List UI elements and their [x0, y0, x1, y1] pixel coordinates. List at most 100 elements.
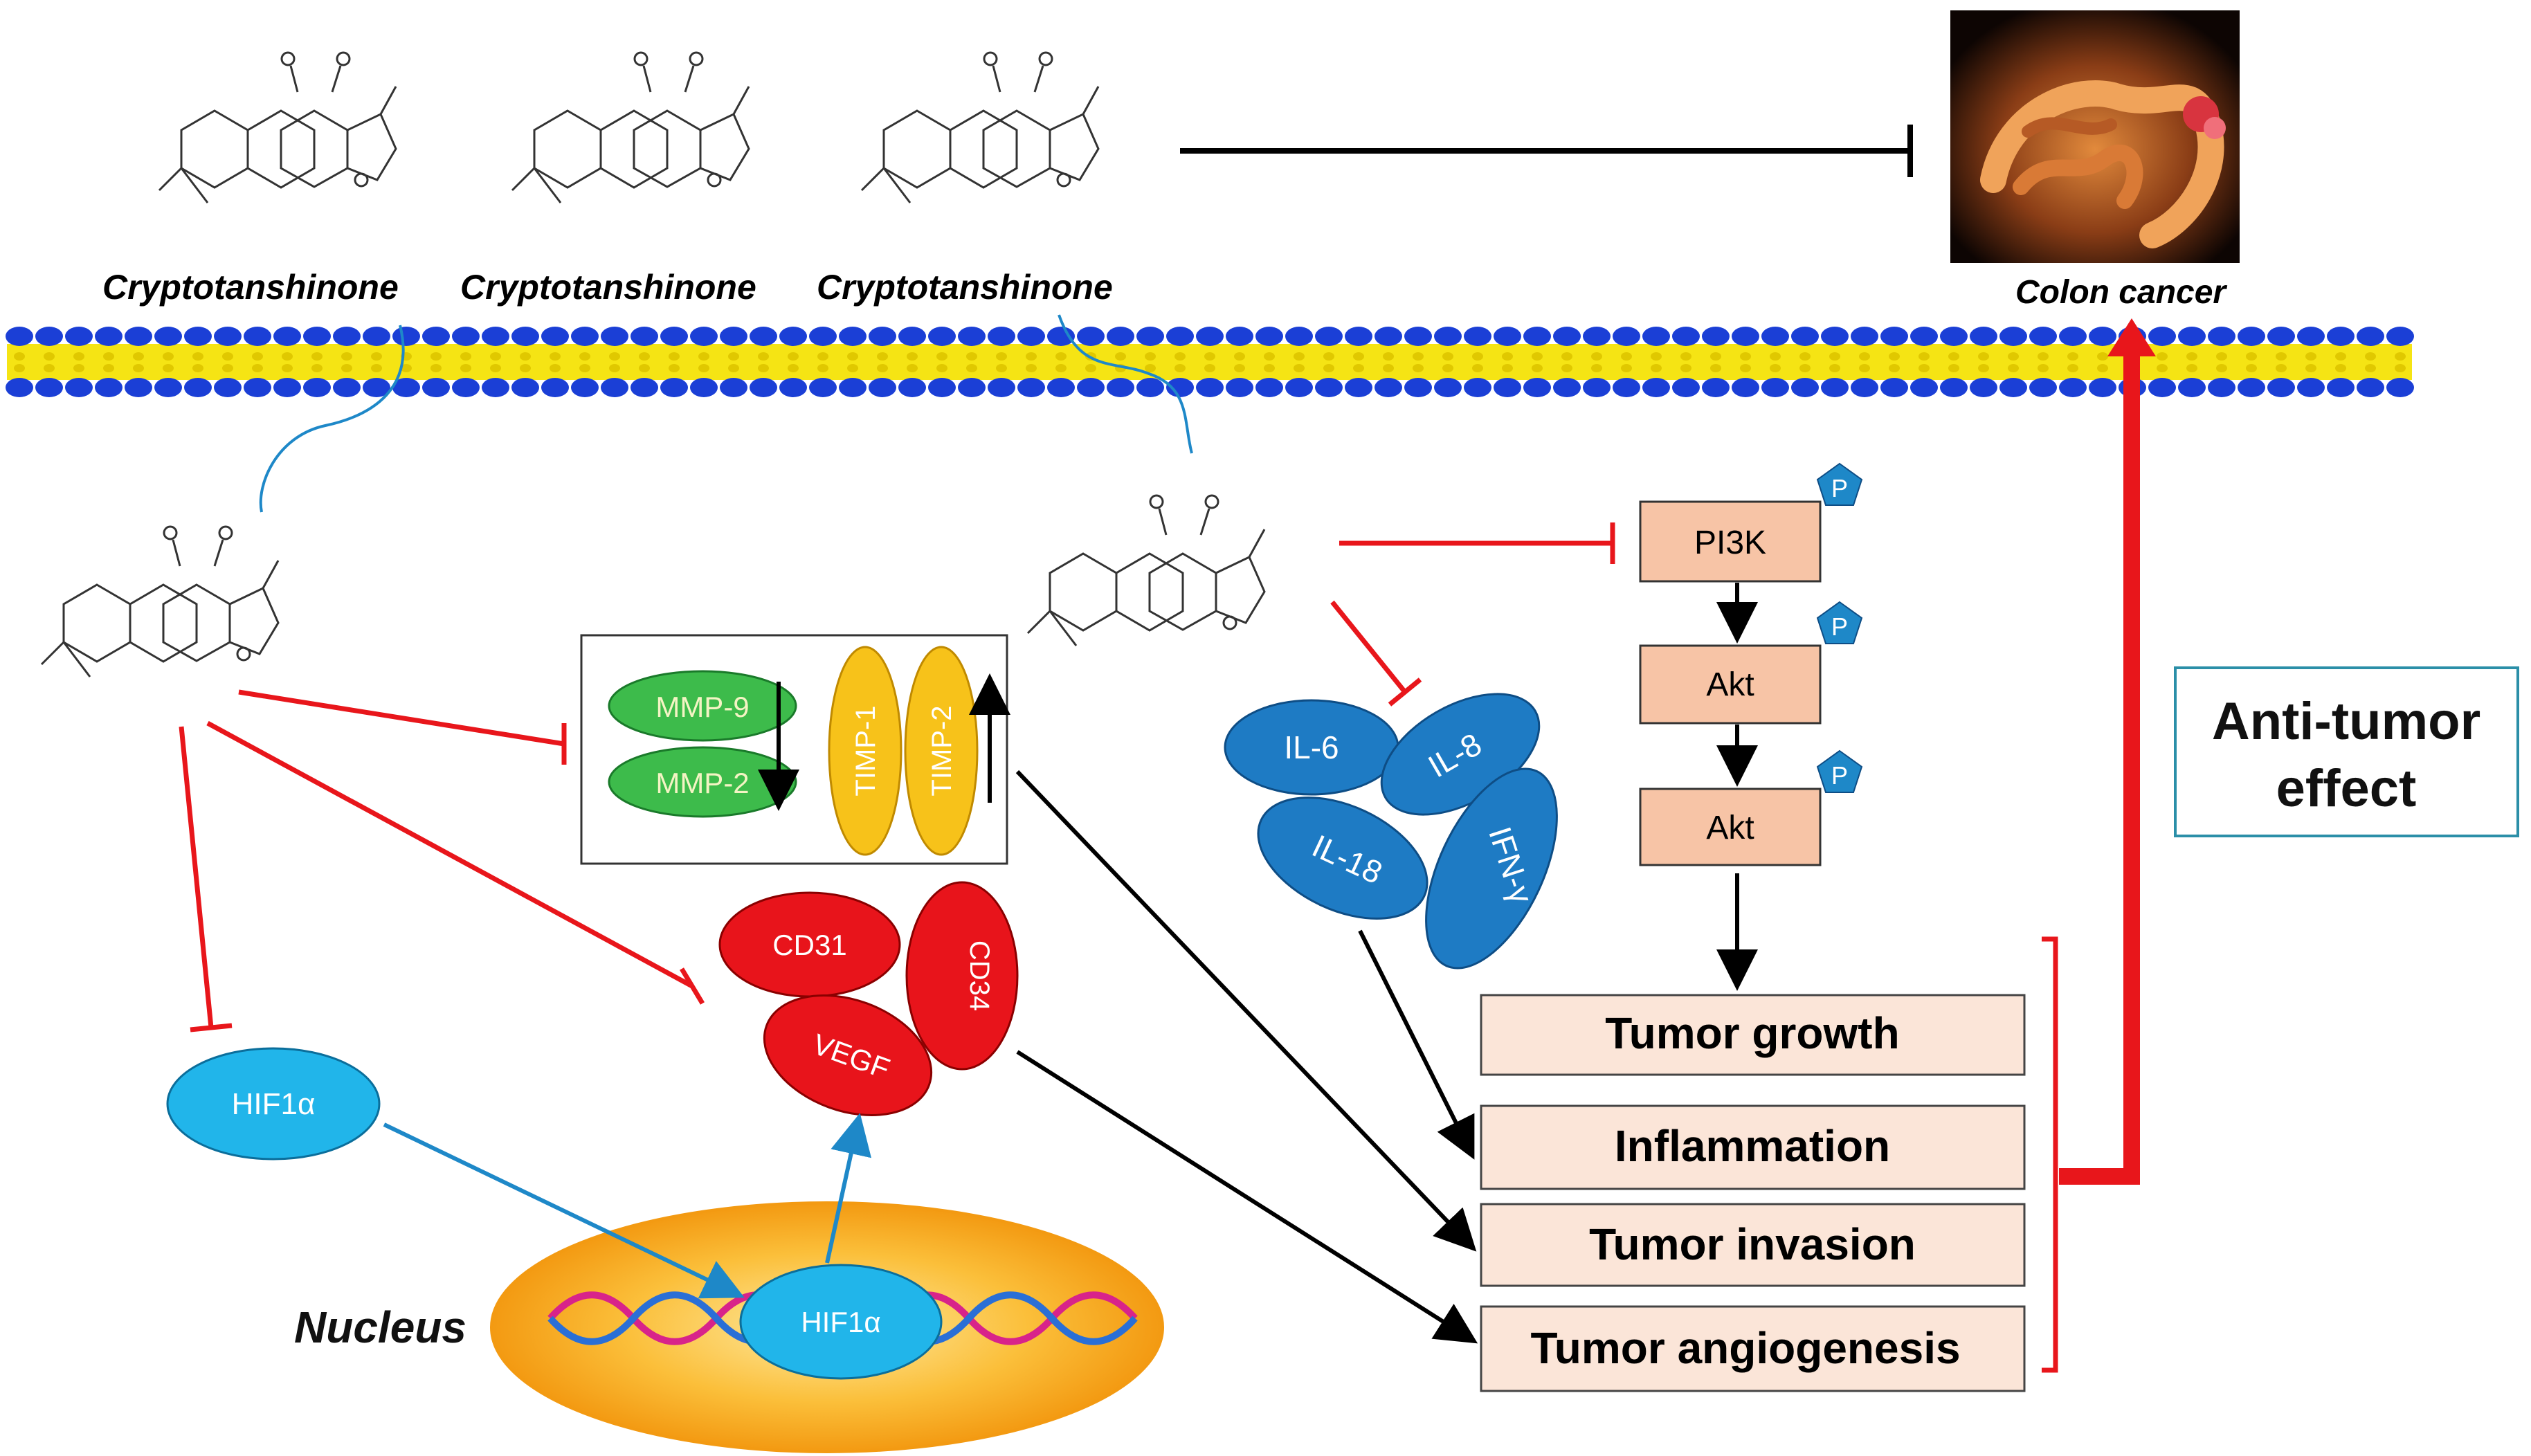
lipid-tail	[401, 364, 412, 372]
lipid-tail	[2097, 352, 2108, 361]
lipid-tail	[1204, 364, 1215, 372]
lipid-tail	[192, 352, 203, 361]
il18-node	[1257, 797, 1428, 920]
lipid-head	[898, 327, 926, 346]
lipid-tail	[609, 364, 620, 372]
lipid-tail	[1561, 352, 1572, 361]
lipid-head	[482, 327, 509, 346]
lipid-tail	[996, 364, 1007, 372]
lipid-head	[1375, 327, 1402, 346]
lipid-head	[65, 327, 93, 346]
lipid-head	[869, 327, 896, 346]
lipid-head	[2208, 378, 2235, 397]
lipid-tail	[460, 364, 471, 372]
lipid-tail	[1502, 352, 1513, 361]
lipid-tail	[2395, 364, 2406, 372]
lipid-head	[2148, 378, 2176, 397]
lipid-tail	[133, 352, 144, 361]
molecule-structure-2	[511, 51, 750, 204]
lipid-tail	[877, 364, 888, 372]
lipid-head	[1791, 327, 1819, 346]
lipid-tail	[1026, 352, 1037, 361]
cell-membrane	[6, 327, 2414, 397]
lipid-head	[1583, 378, 1611, 397]
inhibit-pi3k	[1339, 522, 1615, 564]
pi3k-akt-pathway: PI3K P Akt P Akt P	[1639, 462, 1863, 991]
lipid-tail	[579, 352, 590, 361]
lipid-tail	[1204, 352, 1215, 361]
lipid-head	[65, 378, 93, 397]
outcome-box-inflammation	[1480, 1104, 2026, 1190]
lipid-tail	[2395, 352, 2406, 361]
vegf-node	[763, 994, 933, 1116]
lipid-tail	[2246, 364, 2257, 372]
lipid-head	[2029, 327, 2057, 346]
lipid-head	[1107, 378, 1134, 397]
lipid-tail	[1948, 364, 1959, 372]
lipid-head	[1672, 378, 1700, 397]
lipid-head	[1434, 378, 1462, 397]
lipid-tail	[936, 364, 947, 372]
lipid-head	[779, 327, 807, 346]
lipid-tail	[1859, 352, 1870, 361]
entry-curve-left	[259, 325, 405, 513]
lipid-tail	[1472, 364, 1483, 372]
lipid-head	[2267, 378, 2295, 397]
lipid-tail	[2335, 352, 2346, 361]
molecule-structure-3	[860, 51, 1100, 204]
lipid-head	[2059, 378, 2087, 397]
lipid-head	[898, 378, 926, 397]
lipid-tail	[1115, 352, 1126, 361]
angiogenesis-cluster: CD31 CD34 VEGF	[718, 881, 1019, 1116]
lipid-head	[1523, 327, 1551, 346]
pi3k-label: PI3K	[1694, 525, 1766, 561]
lipid-head	[1523, 378, 1551, 397]
lipid-tail	[1680, 352, 1691, 361]
lipid-tail	[1621, 364, 1632, 372]
lipid-head	[1821, 327, 1849, 346]
lipid-tail	[2038, 364, 2049, 372]
outcome-invasion-label: Tumor invasion	[1589, 1219, 1916, 1269]
lipid-tail	[282, 364, 293, 372]
lipid-tail	[817, 352, 828, 361]
lipid-head	[392, 378, 420, 397]
lipid-head	[1851, 327, 1878, 346]
lipid-head	[422, 378, 450, 397]
lipid-tail	[252, 352, 263, 361]
lipid-head	[333, 327, 361, 346]
lipid-tail	[609, 352, 620, 361]
lipid-tail	[1710, 352, 1721, 361]
lipid-head	[95, 378, 123, 397]
outcome-bracket	[2042, 936, 2058, 1373]
lipid-head	[1196, 327, 1224, 346]
lipid-head	[452, 327, 480, 346]
lipid-tail	[698, 352, 709, 361]
phospho-badge-3	[1816, 749, 1863, 793]
timp2-label: TIMP-2	[927, 705, 957, 796]
lipid-head	[154, 327, 182, 346]
lipid-tail	[73, 352, 84, 361]
lipid-tail	[907, 352, 918, 361]
lipid-tail	[1651, 352, 1662, 361]
arrow-angio-to-angiogenesis	[1016, 1050, 1478, 1344]
lipid-head	[958, 327, 986, 346]
lipid-head	[1672, 327, 1700, 346]
lipid-tail	[1889, 364, 1900, 372]
lipid-tail	[1174, 352, 1186, 361]
lipid-head	[1047, 327, 1075, 346]
cd31-label: CD31	[772, 929, 846, 961]
lipid-head	[2059, 327, 2087, 346]
lipid-head	[2148, 327, 2176, 346]
lipid-tail	[430, 364, 442, 372]
outcome-growth-label: Tumor growth	[1605, 1008, 1899, 1058]
lipid-head	[511, 327, 539, 346]
lipid-head	[511, 378, 539, 397]
lipid-tail	[2157, 364, 2168, 372]
lipid-tail	[1294, 364, 1305, 372]
inhibit-cytokines	[1330, 600, 1422, 707]
lipid-tail	[1978, 364, 1989, 372]
lipid-head	[1494, 327, 1521, 346]
lipid-tail	[44, 364, 55, 372]
lipid-head	[2386, 378, 2414, 397]
lipid-tail	[1055, 364, 1067, 372]
